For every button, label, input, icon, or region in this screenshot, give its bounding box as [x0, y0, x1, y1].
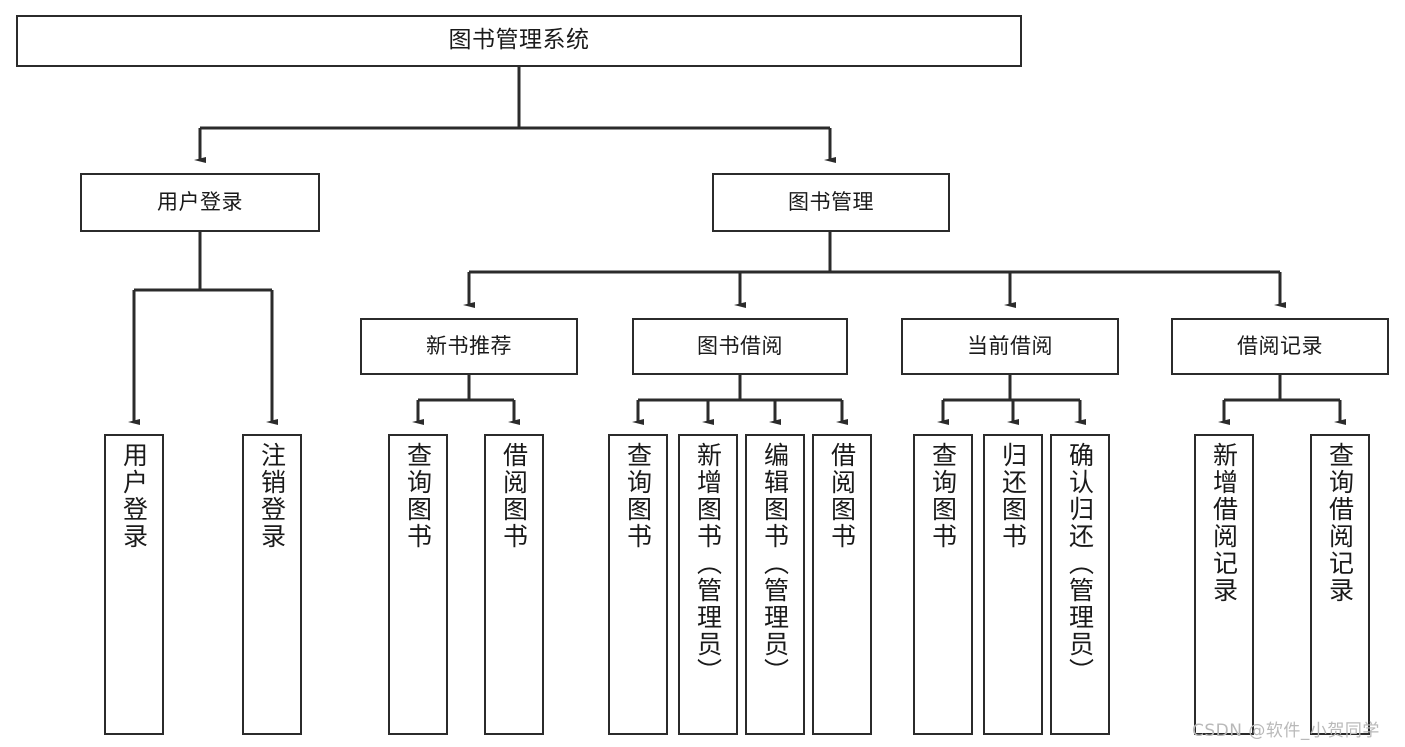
node-label: 编辑图书（管理员） — [760, 442, 790, 685]
node-root-system[interactable]: 图书管理系统 — [16, 15, 1022, 67]
node-label: 借阅记录 — [1237, 334, 1323, 359]
node-label: 新书推荐 — [426, 334, 512, 359]
leaf-user-login-login[interactable]: 用户登录 — [104, 434, 164, 735]
leaf-current-return-book[interactable]: 归还图书 — [983, 434, 1043, 735]
leaf-recommend-borrow-book[interactable]: 借阅图书 — [484, 434, 544, 735]
node-new-book-recommend[interactable]: 新书推荐 — [360, 318, 578, 375]
node-label: 图书管理系统 — [448, 27, 590, 54]
leaf-borrow-edit-book-admin[interactable]: 编辑图书（管理员） — [745, 434, 805, 735]
node-label: 查询图书 — [403, 442, 433, 550]
node-book-management[interactable]: 图书管理 — [712, 173, 950, 232]
csdn-watermark: CSDN @软件_小贺同学 — [1192, 721, 1380, 741]
leaf-borrow-borrow-book[interactable]: 借阅图书 — [812, 434, 872, 735]
node-label: 图书管理 — [788, 190, 874, 215]
node-label: 查询借阅记录 — [1325, 442, 1355, 604]
leaf-borrow-add-book-admin[interactable]: 新增图书（管理员） — [678, 434, 738, 735]
leaf-user-login-logout[interactable]: 注销登录 — [242, 434, 302, 735]
node-borrow-record[interactable]: 借阅记录 — [1171, 318, 1389, 375]
node-label: 归还图书 — [998, 442, 1028, 550]
leaf-record-add-record[interactable]: 新增借阅记录 — [1194, 434, 1254, 735]
node-label: 用户登录 — [157, 190, 243, 215]
node-label: 查询图书 — [928, 442, 958, 550]
node-user-login[interactable]: 用户登录 — [80, 173, 320, 232]
node-label: 确认归还（管理员） — [1065, 442, 1095, 685]
leaf-recommend-query-book[interactable]: 查询图书 — [388, 434, 448, 735]
node-label: 图书借阅 — [697, 334, 783, 359]
node-label: 新增借阅记录 — [1209, 442, 1239, 604]
node-label: 新增图书（管理员） — [693, 442, 723, 685]
leaf-current-query-book[interactable]: 查询图书 — [913, 434, 973, 735]
leaf-borrow-query-book[interactable]: 查询图书 — [608, 434, 668, 735]
node-current-borrow[interactable]: 当前借阅 — [901, 318, 1119, 375]
leaf-current-confirm-return-admin[interactable]: 确认归还（管理员） — [1050, 434, 1110, 735]
node-label: 当前借阅 — [967, 334, 1053, 359]
node-label: 注销登录 — [257, 442, 287, 550]
node-label: 用户登录 — [119, 442, 149, 550]
node-label: 借阅图书 — [827, 442, 857, 550]
node-book-borrow[interactable]: 图书借阅 — [632, 318, 848, 375]
node-label: 借阅图书 — [499, 442, 529, 550]
node-label: 查询图书 — [623, 442, 653, 550]
leaf-record-query-record[interactable]: 查询借阅记录 — [1310, 434, 1370, 735]
